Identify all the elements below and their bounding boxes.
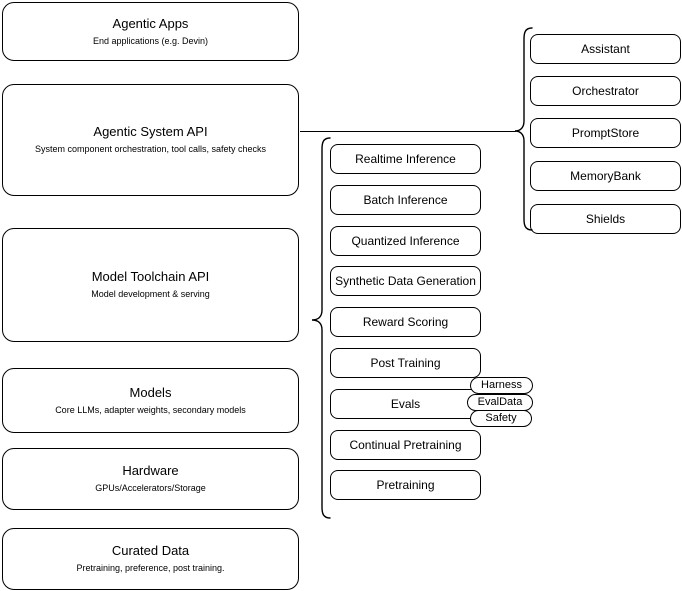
- layer-title: Agentic System API: [93, 124, 208, 139]
- layer-subtitle: Model development & serving: [91, 289, 210, 299]
- pill-evaldata[interactable]: EvalData: [467, 394, 533, 411]
- component-box-memorybank[interactable]: MemoryBank: [530, 161, 681, 191]
- connector-line-system-api-to-components: [300, 131, 516, 132]
- component-label: Orchestrator: [572, 83, 639, 98]
- component-box-pretraining[interactable]: Pretraining: [330, 470, 481, 500]
- component-box-promptstore[interactable]: PromptStore: [530, 118, 681, 148]
- pill-label: Harness: [481, 379, 522, 391]
- component-label: Batch Inference: [363, 192, 448, 207]
- layer-subtitle: End applications (e.g. Devin): [92, 35, 209, 46]
- component-label: Continual Pretraining: [349, 437, 462, 452]
- layer-subtitle: System component orchestration, tool cal…: [34, 144, 267, 154]
- layer-subtitle: GPUs/Accelerators/Storage: [95, 483, 206, 493]
- pill-label: EvalData: [477, 396, 523, 408]
- component-label: Reward Scoring: [362, 314, 449, 329]
- layer-box-agentic-apps[interactable]: Agentic Apps End applications (e.g. Devi…: [2, 2, 299, 61]
- component-label: Quantized Inference: [351, 233, 460, 248]
- layer-subtitle: Core LLMs, adapter weights, secondary mo…: [55, 404, 246, 415]
- layer-box-hardware[interactable]: Hardware GPUs/Accelerators/Storage: [2, 448, 299, 510]
- brace-system-components: [514, 27, 534, 231]
- component-label: PromptStore: [571, 125, 640, 140]
- component-label: Post Training: [370, 355, 441, 370]
- component-box-synthetic-data-generation[interactable]: Synthetic Data Generation: [330, 266, 481, 296]
- layer-title: Model Toolchain API: [91, 269, 210, 284]
- component-label: MemoryBank: [570, 168, 641, 183]
- component-box-evals[interactable]: Evals: [330, 389, 481, 419]
- layer-title: Agentic Apps: [112, 15, 189, 31]
- component-box-quantized-inference[interactable]: Quantized Inference: [330, 226, 481, 256]
- component-label: Assistant: [581, 41, 630, 56]
- component-box-continual-pretraining[interactable]: Continual Pretraining: [330, 430, 481, 460]
- layer-box-model-toolchain-api[interactable]: Model Toolchain API Model development & …: [2, 228, 299, 342]
- component-label: Evals: [390, 396, 421, 411]
- component-box-reward-scoring[interactable]: Reward Scoring: [330, 307, 481, 337]
- component-box-assistant[interactable]: Assistant: [530, 34, 681, 64]
- component-box-orchestrator[interactable]: Orchestrator: [530, 76, 681, 106]
- pill-label: Safety: [485, 412, 517, 424]
- layer-box-models[interactable]: Models Core LLMs, adapter weights, secon…: [2, 368, 299, 433]
- layer-box-curated-data[interactable]: Curated Data Pretraining, preference, po…: [2, 528, 299, 590]
- brace-toolchain-components: [310, 137, 332, 519]
- component-box-shields[interactable]: Shields: [530, 204, 681, 234]
- pill-harness[interactable]: Harness: [470, 377, 533, 394]
- layer-box-agentic-system-api[interactable]: Agentic System API System component orch…: [2, 84, 299, 196]
- component-box-batch-inference[interactable]: Batch Inference: [330, 185, 481, 215]
- component-label: Realtime Inference: [355, 151, 456, 166]
- component-label: Synthetic Data Generation: [335, 273, 476, 288]
- component-box-post-training[interactable]: Post Training: [330, 348, 481, 378]
- component-label: Shields: [585, 211, 626, 226]
- pill-safety[interactable]: Safety: [470, 410, 532, 427]
- layer-title: Hardware: [122, 463, 179, 478]
- component-label: Pretraining: [376, 477, 435, 492]
- layer-title: Models: [129, 384, 172, 400]
- layer-subtitle: Pretraining, preference, post training.: [76, 563, 225, 573]
- layer-title: Curated Data: [111, 543, 190, 558]
- component-box-realtime-inference[interactable]: Realtime Inference: [330, 144, 481, 174]
